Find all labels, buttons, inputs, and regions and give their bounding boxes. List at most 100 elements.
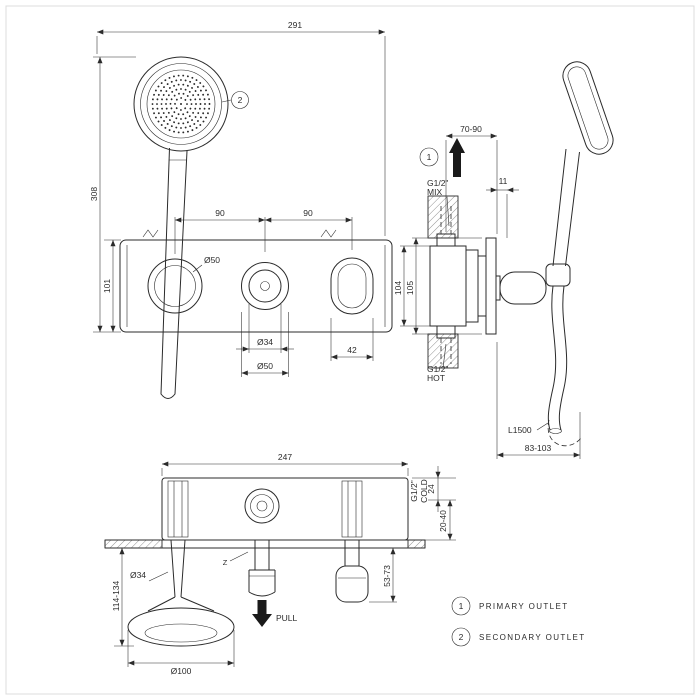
dim-knob-outer: Ø50: [257, 361, 273, 371]
leader-break: [229, 551, 249, 562]
diverter-knob-outer: [241, 262, 289, 310]
ext-knob-inner: [248, 304, 282, 353]
outlet-up-arrow-icon: [449, 138, 465, 177]
dim-spacing-right: 90: [303, 208, 313, 218]
ext-reach-range: [496, 342, 581, 459]
plate-side: [485, 237, 497, 335]
holder-post-lines: [173, 481, 183, 537]
ext-height-outer: [400, 245, 466, 327]
hand-shower-handle-front: [160, 147, 188, 399]
callout-1-number: 1: [427, 152, 432, 162]
mixer-plate-plan: [161, 477, 409, 541]
side-view: 1 G1/2" MIX 70-90 11 105 104 G1/2" HOT L…: [393, 61, 614, 459]
label-hose-length: L1500: [508, 425, 532, 435]
legend-callout-1-number: 1: [459, 601, 464, 611]
leader-mix: [446, 196, 450, 227]
ext-overall-width: [96, 36, 386, 236]
legend-callout-2-number: 2: [459, 632, 464, 642]
diverter-knob-inner: [248, 269, 282, 303]
ext-control-spacing: [174, 217, 353, 254]
label-hot-thread: G1/2": [427, 364, 448, 374]
lever-handle-outer: [330, 257, 374, 315]
break-marks: [142, 229, 337, 238]
callout-2-circle: [231, 91, 249, 109]
wall-hatch-upper: [427, 195, 459, 239]
legend-callout-2-circle: [451, 627, 471, 647]
dim-overall-width: 291: [288, 20, 302, 30]
ext-height-inner: [412, 237, 482, 335]
ext-overall-height: [93, 56, 136, 333]
bottom-view: 247 G1/2" COLD 24 20-40 Ø34 114-134: [104, 452, 456, 676]
dim-trim-offset: 11: [499, 176, 508, 186]
head-side-outline: [562, 61, 614, 155]
wall-band-hatch-left: [104, 539, 163, 549]
front-view: 291 308 101 90 90 Ø50: [89, 20, 393, 399]
diverter-knob-center: [260, 281, 270, 291]
callout-2-number: 2: [238, 95, 243, 105]
handle-stem-side: [495, 275, 501, 301]
dim-adjust-range: 20-40: [438, 510, 448, 532]
dim-depth-range: 70-90: [460, 124, 482, 134]
legend-callout-1-circle: [451, 596, 471, 616]
label-pull: PULL: [276, 613, 298, 623]
ext-depth-range: [445, 140, 498, 234]
shower-head-disc-inner: [144, 623, 218, 643]
callout-1-circle: [419, 147, 439, 167]
dim-head-diameter: Ø100: [171, 666, 192, 676]
plate-inner-edges: [126, 245, 386, 327]
pull-down-arrow-icon: [252, 600, 272, 627]
label-mix-thread: G1/2": [427, 178, 448, 188]
lever-post-section: [341, 480, 363, 538]
callout-2-leader: [221, 99, 232, 103]
label-holder-diameter: Ø50: [204, 255, 220, 265]
valve-flange: [465, 249, 479, 323]
holder-escutcheon-inner: [154, 265, 196, 307]
diverter-plan-inner: [256, 500, 268, 512]
dim-overall-height: 308: [89, 187, 99, 201]
dim-reach-range: 83-103: [525, 443, 552, 453]
wall-band-lines: [104, 539, 426, 549]
shower-head-disc: [127, 607, 235, 647]
label-cold-thread: G1/2": [409, 480, 419, 501]
hose-continuation-dashed: [547, 419, 582, 447]
dim-plate-depth: 24: [426, 484, 436, 494]
lever-stem-plan: [344, 540, 360, 566]
handle-side: [499, 271, 547, 305]
holder-post-section: [167, 480, 189, 538]
dim-spacing-left: 90: [215, 208, 225, 218]
pull-knob: [248, 540, 276, 597]
legend-item-2-label: SECONDARY OUTLET: [479, 633, 586, 642]
ext-knob-outer: [241, 312, 289, 377]
dim-lever-width: 42: [347, 345, 357, 355]
lever-post-lines: [347, 481, 357, 537]
label-handle-diameter: Ø34: [130, 570, 146, 580]
label-break: Z: [223, 558, 228, 567]
ext-head-diameter: [127, 630, 235, 667]
dim-head-protrusion: 114-134: [111, 580, 121, 611]
mixer-plate-front: [119, 239, 393, 333]
valve-trim: [477, 255, 487, 317]
dim-height-outer: 104: [393, 281, 403, 295]
wall-hatch-lower: [427, 333, 459, 369]
dim-knob-inner: Ø34: [257, 337, 273, 347]
legend: 1 PRIMARY OUTLET 2 SECONDARY OUTLET: [451, 596, 586, 647]
diverter-plan-mid: [250, 494, 274, 518]
label-cold: COLD: [419, 479, 429, 503]
head-face-ring: [146, 69, 216, 139]
holder-escutcheon-outer: [147, 258, 203, 314]
valve-body-inwall: [429, 245, 467, 327]
diverter-plan-outer: [244, 488, 280, 524]
head-mid-ring: [140, 63, 222, 145]
hose-left-edge: [547, 285, 557, 431]
label-mix: MIX: [427, 187, 442, 197]
leader-handle-diameter: [148, 571, 169, 582]
hand-shower-head-side: [562, 61, 614, 155]
ext-lever-width: [330, 318, 374, 361]
dim-plate-height: 101: [102, 279, 112, 293]
shower-holder-side: [545, 263, 571, 287]
dim-height-inner: 105: [405, 281, 415, 295]
hose-right-edge: [558, 285, 568, 431]
page-border: [5, 5, 695, 695]
